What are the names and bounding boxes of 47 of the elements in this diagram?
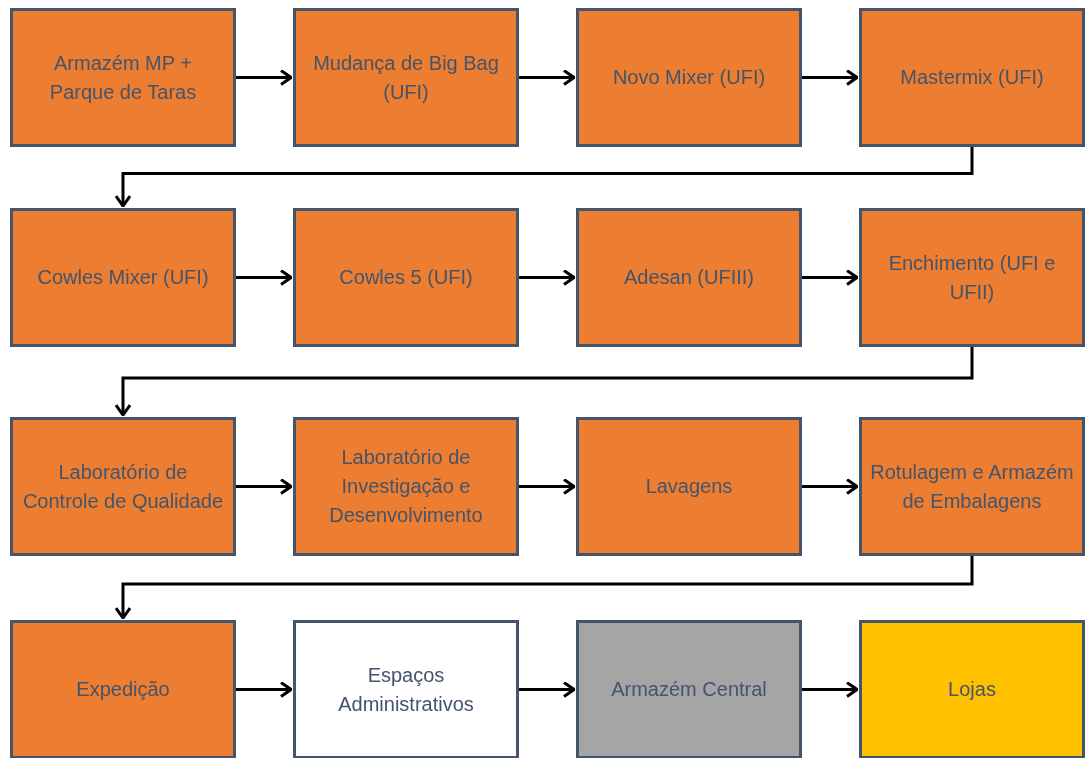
process-box: [10, 208, 236, 347]
box-label: Cowles Mixer (UFI): [37, 265, 209, 290]
process-box: [10, 417, 236, 556]
box-label: Laboratório de Investigação e Desenvolvimento: [328, 445, 484, 528]
arrow: [802, 681, 859, 698]
box-label: Lavagens: [645, 474, 733, 499]
process-box: [293, 620, 519, 758]
arrow: [802, 478, 859, 495]
box-label: Mastermix (UFI): [900, 65, 1044, 90]
arrow: [114, 347, 974, 417]
process-box: [10, 8, 236, 147]
box-label: Armazém Central: [611, 677, 767, 702]
arrow: [114, 556, 974, 620]
process-box: [576, 620, 802, 758]
process-box: [293, 417, 519, 556]
process-box: [859, 620, 1085, 758]
arrow: [236, 478, 293, 495]
arrow: [519, 69, 576, 86]
box-label: Lojas: [948, 677, 996, 702]
box-label: Enchimento (UFI e UFII): [887, 250, 1057, 305]
box-label: Novo Mixer (UFI): [612, 65, 766, 90]
arrow: [519, 681, 576, 698]
arrow: [802, 269, 859, 286]
box-label: Cowles 5 (UFI): [339, 265, 473, 290]
arrow: [236, 681, 293, 698]
arrow: [519, 478, 576, 495]
process-box: [576, 208, 802, 347]
arrow: [236, 69, 293, 86]
box-label: Rotulagem e Armazém de Embalagens: [870, 459, 1074, 514]
box-label: Laboratório de Controle de Qualidade: [21, 459, 225, 514]
process-box: [859, 8, 1085, 147]
box-label: Expedição: [76, 677, 170, 702]
process-box: [576, 417, 802, 556]
arrow: [236, 269, 293, 286]
box-label: Mudança de Big Bag (UFI): [312, 50, 500, 105]
process-box: [859, 417, 1085, 556]
process-box: [859, 208, 1085, 347]
process-box: [293, 208, 519, 347]
box-label: Armazém MP + Parque de Taras: [48, 50, 198, 105]
process-box: [293, 8, 519, 147]
process-box: [576, 8, 802, 147]
box-label: Adesan (UFIII): [623, 265, 754, 290]
arrow: [802, 69, 859, 86]
arrow: [114, 147, 974, 208]
arrow: [519, 269, 576, 286]
process-box: [10, 620, 236, 758]
box-label: Espaços Administrativos: [337, 662, 475, 717]
